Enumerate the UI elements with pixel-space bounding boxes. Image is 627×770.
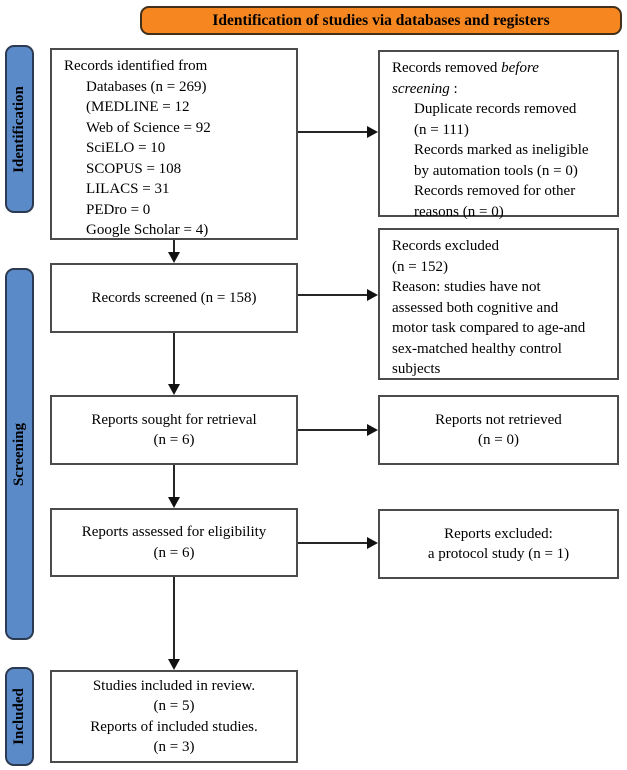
diagram-title-banner: Identification of studies via databases …	[140, 6, 622, 35]
box-text-line: Records marked as ineligible	[414, 142, 589, 158]
arrow-sought-to-not-retrieved-head	[367, 424, 378, 436]
box-studies-included-in-review: Studies included in review. (n = 5) Report…	[50, 670, 298, 763]
box-reports-assessed-for-eligibility: Reports assessed for eligibility (n = 6)	[50, 508, 298, 577]
box-text-line: Records removed for other	[414, 183, 576, 199]
box-text-line: a protocol study (n = 1)	[427, 546, 570, 562]
box-text-line: screening :	[392, 80, 458, 97]
arrow-identified-to-removed-head	[367, 126, 378, 138]
box-text-line: SciELO = 10	[86, 140, 166, 156]
box-text-line: LILACS = 31	[86, 181, 170, 197]
stage-label-identification-text: Identification	[11, 85, 28, 173]
box-text-line: (n = 5)	[153, 698, 195, 714]
box-records-screened: Records screened (n = 158)	[50, 263, 298, 333]
arrow-screened-to-sought-shaft	[173, 333, 175, 386]
box-text-line: Reports excluded:	[444, 525, 553, 542]
box-reports-excluded: Reports excluded: a protocol study (n = 1…	[378, 509, 619, 579]
arrow-assessed-to-included-head	[168, 659, 180, 670]
arrow-sought-to-not-retrieved-shaft	[298, 429, 368, 431]
arrow-assessed-to-included-shaft	[173, 577, 175, 661]
box-text-line: SCOPUS = 108	[86, 160, 182, 177]
box-text-line: Records identified from	[64, 58, 208, 74]
box-text-line: (n = 3)	[153, 739, 195, 755]
box-records-removed-before-screening: Records removed before screening : Duplica…	[378, 50, 619, 220]
arrow-sought-to-assessed-head	[168, 497, 180, 508]
box-text-line: Records screened (n = 158)	[91, 289, 257, 306]
diagram-title: Identification of studies via databases …	[212, 11, 550, 29]
stage-label-included: Included	[5, 667, 34, 766]
stage-label-included-text: Included	[11, 688, 28, 745]
box-text-line: (n = 6)	[153, 544, 195, 561]
box-text-line: Reason: studies have not	[392, 279, 541, 295]
box-text-line: Google Scholar = 4)	[86, 222, 209, 238]
arrow-sought-to-assessed-shaft	[173, 465, 175, 499]
box-text-line: Web of Science = 92	[86, 119, 211, 136]
box-text-line: assessed both cognitive and	[392, 299, 559, 316]
box-text-line: Reports not retrieved	[435, 411, 562, 428]
box-text-line: (n = 6)	[153, 432, 195, 448]
arrow-identified-to-screened-shaft	[173, 240, 175, 254]
box-text-line: Records removed before	[392, 60, 539, 76]
box-text-line: Duplicate records removed	[414, 101, 577, 117]
stage-label-screening-text: Screening	[11, 422, 27, 486]
box-text-line: Records excluded	[392, 238, 500, 254]
box-text-line: Reports assessed for eligibility	[81, 524, 267, 540]
arrow-assessed-to-excluded-shaft	[298, 542, 368, 544]
box-text-line: (n = 0)	[478, 432, 519, 448]
box-text-line: motor task compared to age-and	[392, 320, 586, 336]
arrow-identified-to-removed-shaft	[298, 131, 368, 133]
box-text-line: Reports of included studies.	[90, 718, 258, 735]
box-text-line: reasons (n = 0)	[414, 203, 504, 220]
arrow-assessed-to-excluded-head	[367, 537, 378, 549]
box-reports-not-retrieved: Reports not retrieved (n = 0)	[378, 395, 619, 465]
box-text-line: by automation tools (n = 0)	[414, 162, 578, 179]
box-text-line: (n = 111)	[414, 121, 469, 138]
box-text-line: (MEDLINE = 12	[86, 99, 190, 115]
arrow-screened-to-excluded-shaft	[298, 294, 368, 296]
arrow-identified-to-screened-head	[168, 252, 180, 263]
stage-label-screening: Screening	[5, 268, 34, 640]
box-text-line: sex-matched healthy control	[392, 340, 562, 357]
box-text-line: subjects	[392, 361, 441, 377]
box-text-line: Studies included in review.	[92, 677, 256, 694]
box-reports-sought-for-retrieval: Reports sought for retrieval (n = 6)	[50, 395, 298, 465]
stage-label-identification: Identification	[5, 45, 34, 213]
box-text-line: Databases (n = 269)	[86, 78, 207, 95]
box-records-excluded: Records excluded (n = 152) Reason: studies…	[378, 228, 619, 380]
arrow-screened-to-excluded-head	[367, 289, 378, 301]
box-text-line: (n = 152)	[392, 258, 448, 275]
box-text-line: Reports sought for retrieval	[91, 411, 257, 428]
arrow-screened-to-sought-head	[168, 384, 180, 395]
box-text-line: PEDro = 0	[86, 201, 151, 218]
